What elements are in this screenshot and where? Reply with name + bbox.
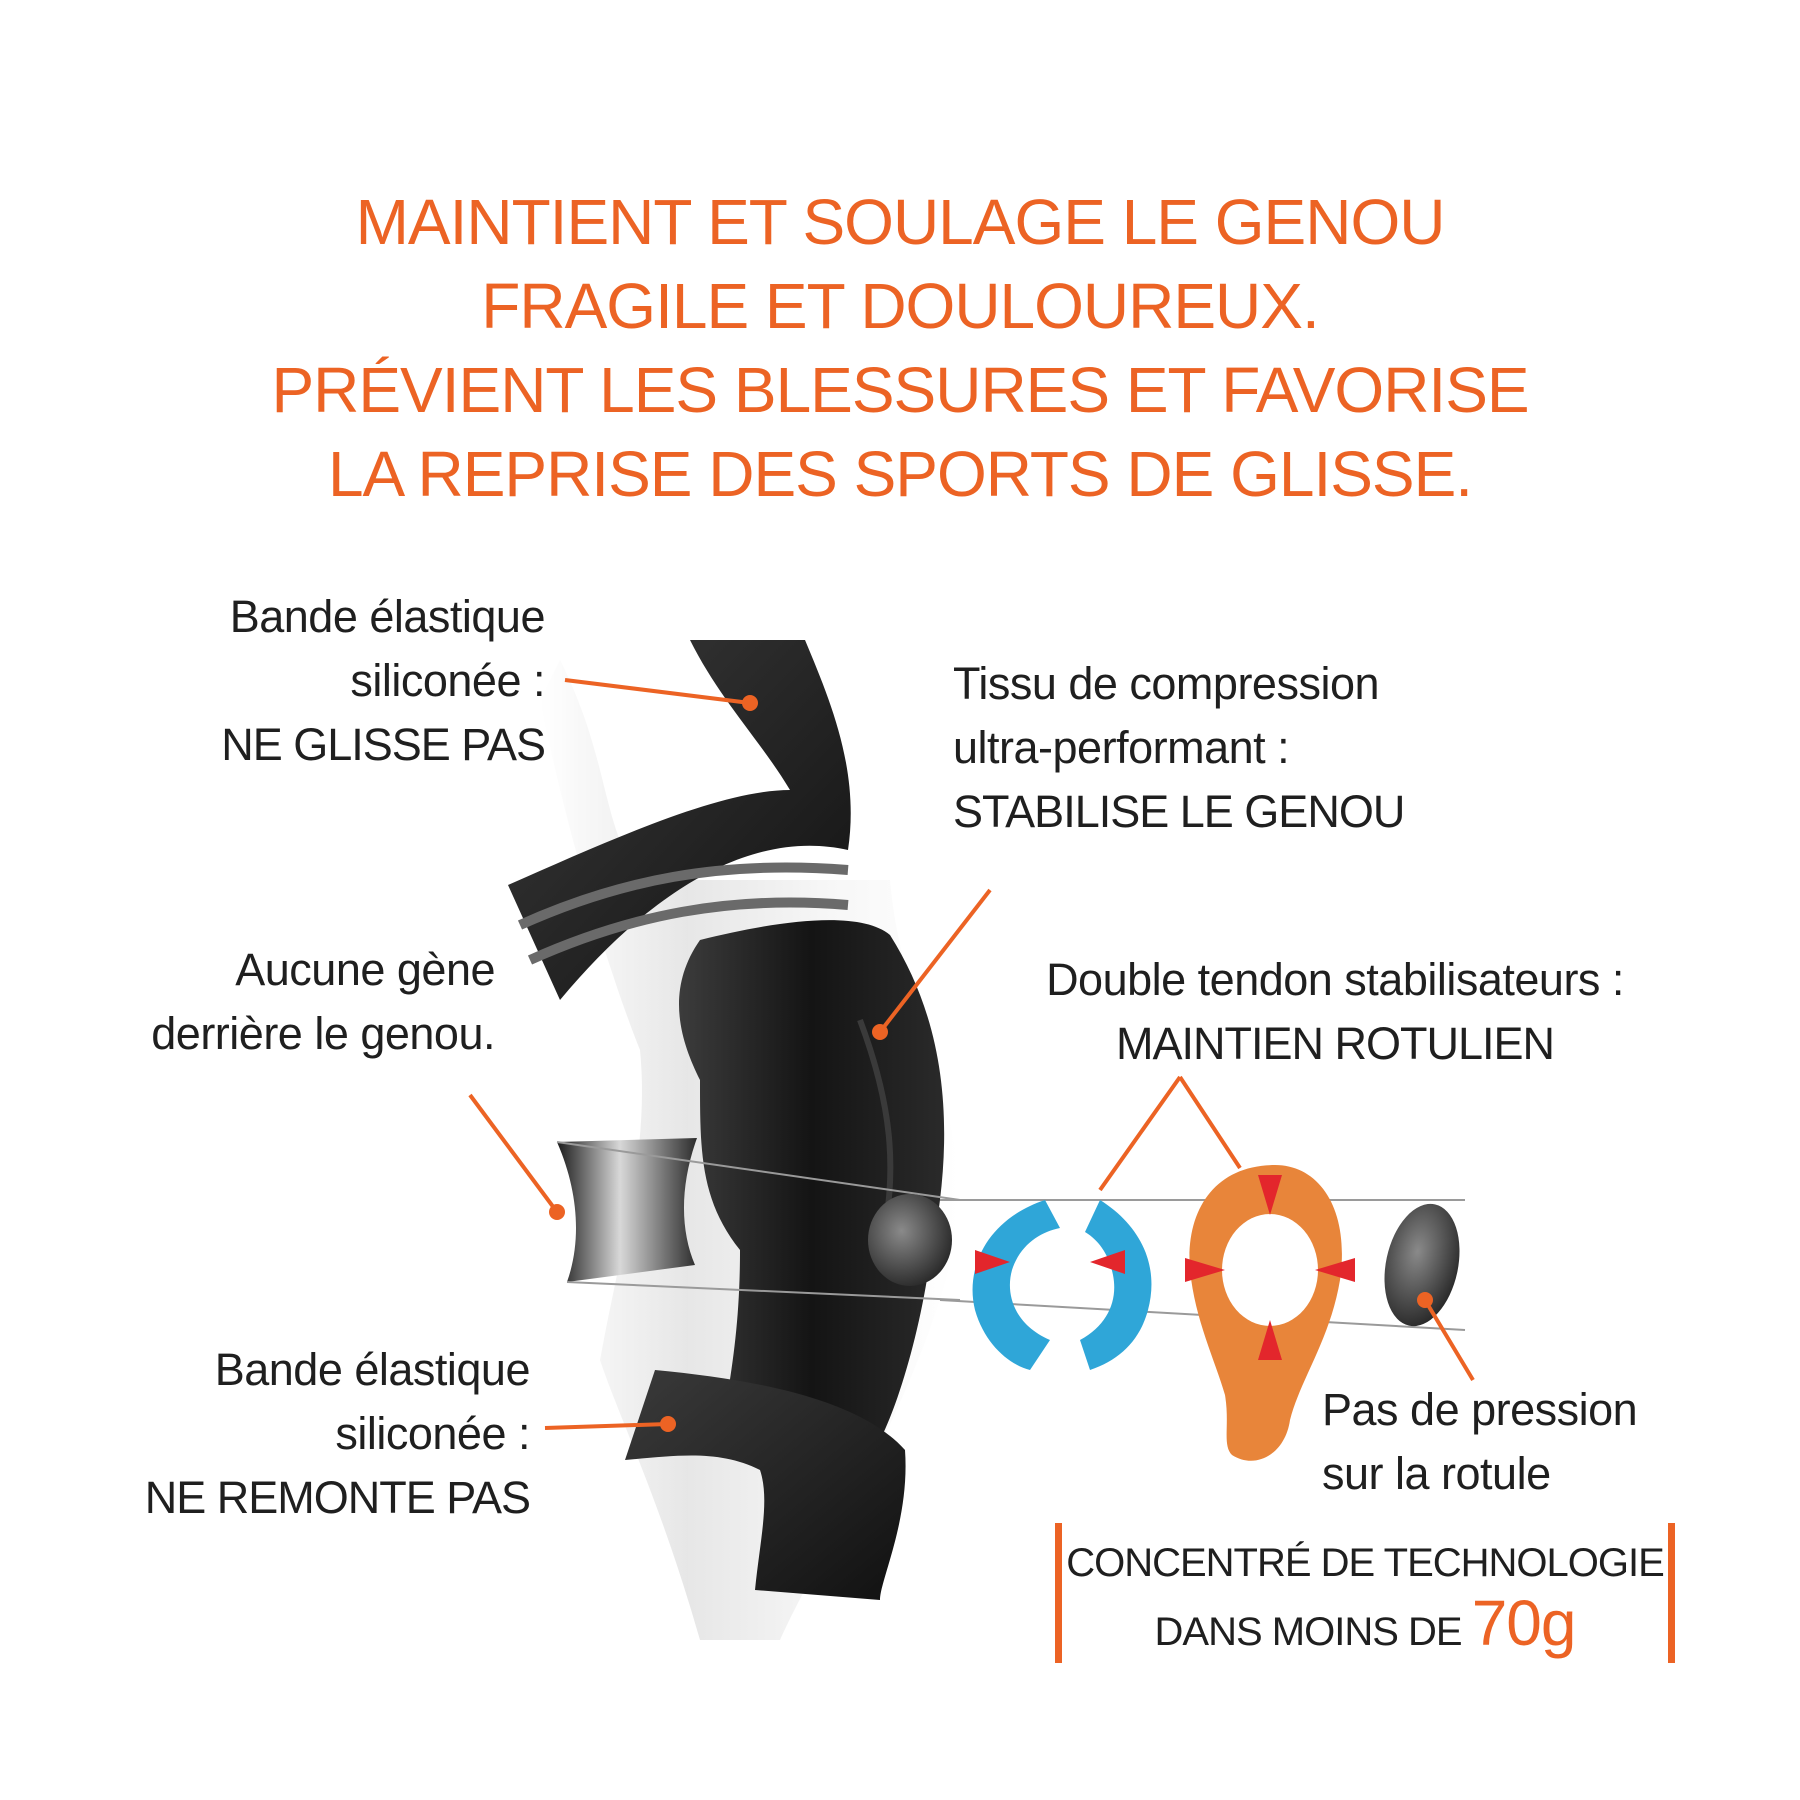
compression-sleeve: [679, 920, 945, 1440]
top-band-stripe: [517, 862, 849, 930]
marker-dot: [872, 1024, 888, 1040]
technology-weight: 70g: [1471, 1587, 1577, 1659]
callout-bar-left: [1055, 1523, 1062, 1663]
pressure-arrows: [975, 1175, 1355, 1360]
patella-pad: [1384, 1203, 1460, 1327]
marker-dot: [549, 1204, 565, 1220]
tendon-left-blue: [972, 1200, 1060, 1370]
label-back-knee-line-1: Aucune gène: [235, 944, 495, 995]
label-bottom-band: Bande élastique siliconée : NE REMONTE P…: [110, 1338, 531, 1530]
leader-bottom-band: [544, 1422, 669, 1430]
label-tendon-line-1: Double tendon stabilisateurs :: [1046, 954, 1624, 1005]
label-patella: Pas de pression sur la rotule: [1322, 1378, 1638, 1506]
knee-opening: [868, 1194, 952, 1286]
label-compression-line-3: STABILISE LE GENOU: [953, 786, 1405, 837]
label-compression-line-2: ultra-performant :: [953, 722, 1290, 773]
marker-dot: [1417, 1292, 1433, 1308]
label-bottom-band-line-3: NE REMONTE PAS: [144, 1472, 531, 1523]
technology-line-2-prefix: DANS MOINS DE: [1154, 1610, 1472, 1654]
marker-dot: [660, 1416, 676, 1432]
label-tendon-line-2: MAINTIEN ROTULIEN: [1115, 1018, 1555, 1069]
label-patella-line-2: sur la rotule: [1322, 1448, 1551, 1499]
leader-tendon-left: [1098, 1075, 1182, 1192]
callout-bar-right: [1668, 1523, 1675, 1663]
arrow-right-icon: [975, 1250, 1010, 1274]
headline-line-2: FRAGILE ET DOULOUREUX.: [481, 270, 1319, 342]
top-band: [508, 640, 851, 1000]
arrow-left-icon: [1315, 1258, 1355, 1282]
guide-line: [566, 1281, 961, 1301]
label-patella-line-1: Pas de pression: [1322, 1384, 1638, 1435]
technology-line-2: DANS MOINS DE 70g: [1055, 1591, 1675, 1662]
label-back-knee-line-2: derrière le genou.: [151, 1008, 495, 1059]
arrow-left-icon: [1090, 1250, 1125, 1274]
headline-line-1: MAINTIENT ET SOULAGE LE GENOU: [355, 186, 1446, 258]
technology-callout: CONCENTRÉ DE TECHNOLOGIE DANS MOINS DE 7…: [1055, 1523, 1675, 1663]
guide-line: [556, 1141, 961, 1201]
leader-back-knee: [468, 1093, 559, 1214]
label-compression: Tissu de compression ultra-performant : …: [953, 652, 1405, 844]
label-top-band: Bande élastique siliconée : NE GLISSE PA…: [130, 585, 546, 777]
leader-patella: [1423, 1298, 1475, 1382]
arrow-up-icon: [1258, 1320, 1282, 1360]
tendon-orange-hole: [1222, 1214, 1318, 1326]
leader-compression: [878, 888, 992, 1034]
tendon-right-blue: [1080, 1200, 1152, 1370]
leader-top-band: [564, 678, 751, 705]
label-tendon: Double tendon stabilisateurs : MAINTIEN …: [990, 948, 1680, 1076]
marker-dot: [742, 695, 758, 711]
arrow-right-icon: [1185, 1258, 1225, 1282]
label-top-band-line-2: siliconée :: [350, 655, 545, 706]
label-compression-line-1: Tissu de compression: [953, 658, 1380, 709]
back-knee-insert: [557, 1138, 697, 1282]
top-band-stripe: [527, 897, 849, 965]
headline: MAINTIENT ET SOULAGE LE GENOU FRAGILE ET…: [0, 180, 1800, 516]
label-top-band-line-1: Bande élastique: [229, 591, 546, 642]
bottom-band: [625, 1370, 906, 1600]
label-bottom-band-line-1: Bande élastique: [214, 1344, 531, 1395]
label-top-band-line-3: NE GLISSE PAS: [221, 719, 546, 770]
arrow-down-icon: [1258, 1175, 1282, 1215]
technology-line-1: CONCENTRÉ DE TECHNOLOGIE: [1066, 1541, 1665, 1585]
label-bottom-band-line-2: siliconée :: [335, 1408, 530, 1459]
headline-line-3: PRÉVIENT LES BLESSURES ET FAVORISE: [271, 354, 1529, 426]
leader-tendon-right: [1178, 1075, 1242, 1170]
label-back-knee: Aucune gène derrière le genou.: [60, 938, 495, 1066]
headline-line-4: LA REPRISE DES SPORTS DE GLISSE.: [327, 438, 1473, 510]
